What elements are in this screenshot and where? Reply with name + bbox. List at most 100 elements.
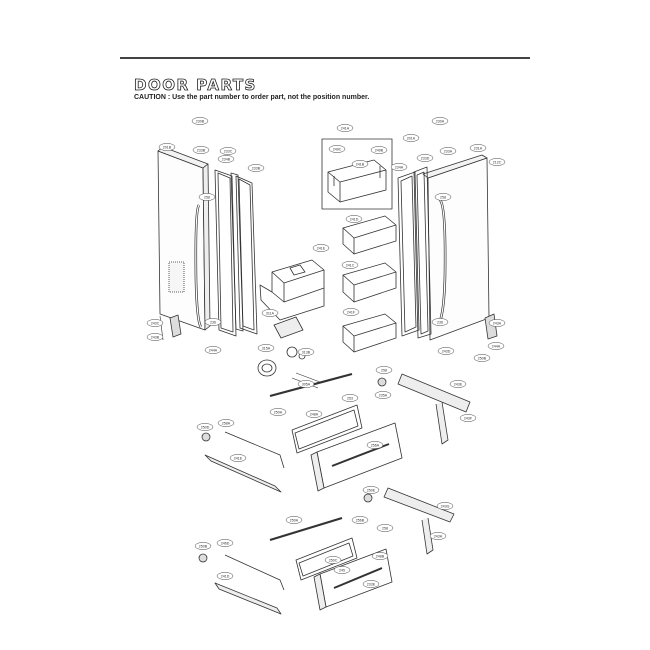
callout-201a: 201A <box>402 134 420 142</box>
callout-oval <box>217 419 235 427</box>
door-hinge-icon <box>159 314 182 341</box>
callout-oval <box>351 160 369 168</box>
door-bins <box>257 138 397 389</box>
callout-oval <box>341 394 359 402</box>
callout-233b: 233B <box>247 164 265 172</box>
door-gasket-icon <box>397 166 432 339</box>
callout-oval <box>362 486 380 494</box>
callout-label: 233C <box>224 149 233 153</box>
callout-oval <box>402 134 420 142</box>
callout-label: 241F <box>347 310 356 314</box>
callout-label: 258 <box>381 368 387 372</box>
drawer-rail-icon <box>214 487 455 615</box>
callout-label: 212C <box>493 160 502 164</box>
callout-241f: 241F <box>342 308 360 316</box>
callout-label: 241B <box>356 162 365 166</box>
right-door-assembly <box>397 154 498 341</box>
callout-label: 244A <box>209 348 218 352</box>
callout-label: 243C <box>151 321 160 325</box>
callout-oval <box>191 117 209 125</box>
callout-oval <box>375 366 393 374</box>
callout-label: 250A <box>274 410 283 414</box>
callout-label: 230A <box>436 119 445 123</box>
callout-258a: 258A <box>217 419 235 427</box>
callout-241e: 241E <box>312 244 330 252</box>
callout-236: 236 <box>204 318 222 326</box>
page-title: DOOR PARTS <box>134 76 257 95</box>
callout-250b: 250B <box>194 542 212 550</box>
callout-241d: 241D <box>216 572 234 580</box>
callout-235a: 235A <box>374 391 392 399</box>
callout-oval <box>488 158 506 166</box>
callout-313b: 313B <box>297 348 315 356</box>
callout-label: 256B <box>356 518 365 522</box>
callout-label: 311A <box>266 311 275 315</box>
callout-oval <box>487 342 505 350</box>
callout-243g: 243G <box>436 502 454 510</box>
callout-233e: 233E <box>362 580 380 588</box>
callout-256a: 256A <box>366 441 384 449</box>
callout-oval <box>351 516 369 524</box>
callout-oval <box>146 333 164 341</box>
callout-oval <box>285 516 303 524</box>
callout-label: 243D <box>442 349 451 353</box>
callout-label: 256A <box>371 443 380 447</box>
drawer-rail-icon <box>204 372 471 493</box>
callout-245: 245 <box>333 566 351 574</box>
callout-label: 250B <box>478 356 487 360</box>
callout-label: 233E <box>367 582 376 586</box>
door-bin-icon <box>259 259 325 321</box>
left-door-assembly <box>157 146 258 341</box>
callout-oval <box>336 124 354 132</box>
callout-label: 248B <box>376 554 385 558</box>
drawer-roller-icon <box>198 493 373 563</box>
callout-oval <box>198 193 216 201</box>
callout-241e: 241E <box>229 454 247 462</box>
callout-label: 253 <box>347 396 353 400</box>
callout-244a: 244A <box>204 346 222 354</box>
callout-231a: 231A <box>469 144 487 152</box>
callout-250c: 250C <box>324 556 342 564</box>
callout-243e: 243E <box>449 380 467 388</box>
callout-258: 258 <box>198 193 216 201</box>
callout-315a: 315A <box>257 344 275 352</box>
callout-oval <box>370 146 388 154</box>
callout-oval <box>146 319 164 327</box>
callout-label: 243E <box>454 382 463 386</box>
callout-label: 201B <box>163 145 172 149</box>
door-handle-icon <box>194 204 203 328</box>
callout-233a: 233A <box>439 147 457 155</box>
callout-241d: 241D <box>345 215 363 223</box>
callout-label: 234B <box>222 157 231 161</box>
callout-oval <box>390 163 408 171</box>
callout-250d: 250D <box>196 423 214 431</box>
callout-label: 245 <box>339 568 345 572</box>
callout-243b: 243B <box>146 333 164 341</box>
callout-230b: 230B <box>191 117 209 125</box>
door-panel-icon <box>422 154 490 341</box>
callout-250a: 250A <box>285 516 303 524</box>
callout-label: 241A <box>341 126 350 130</box>
callout-oval <box>436 502 454 510</box>
callout-233d: 233D <box>416 154 434 162</box>
callout-oval <box>229 454 247 462</box>
callout-234a: 234A <box>390 163 408 171</box>
callout-label: 230B <box>196 119 205 123</box>
callout-246d: 246D <box>216 539 234 547</box>
callout-oval <box>216 572 234 580</box>
callout-label: 315A <box>262 346 271 350</box>
door-bin-icon <box>342 313 397 353</box>
callout-212c: 212C <box>488 158 506 166</box>
callout-label: 234A <box>395 165 404 169</box>
callout-248b: 248B <box>371 552 389 560</box>
callout-248a: 248A <box>305 410 323 418</box>
callout-label: 241D <box>350 217 359 221</box>
callout-oval <box>216 539 234 547</box>
callout-label: 249C <box>333 147 342 151</box>
callout-label: 241D <box>221 574 230 578</box>
drawer-roller-icon <box>201 377 387 442</box>
door-panel-icon <box>157 146 211 331</box>
door-bin-icon <box>342 215 397 255</box>
callout-oval <box>297 380 315 388</box>
